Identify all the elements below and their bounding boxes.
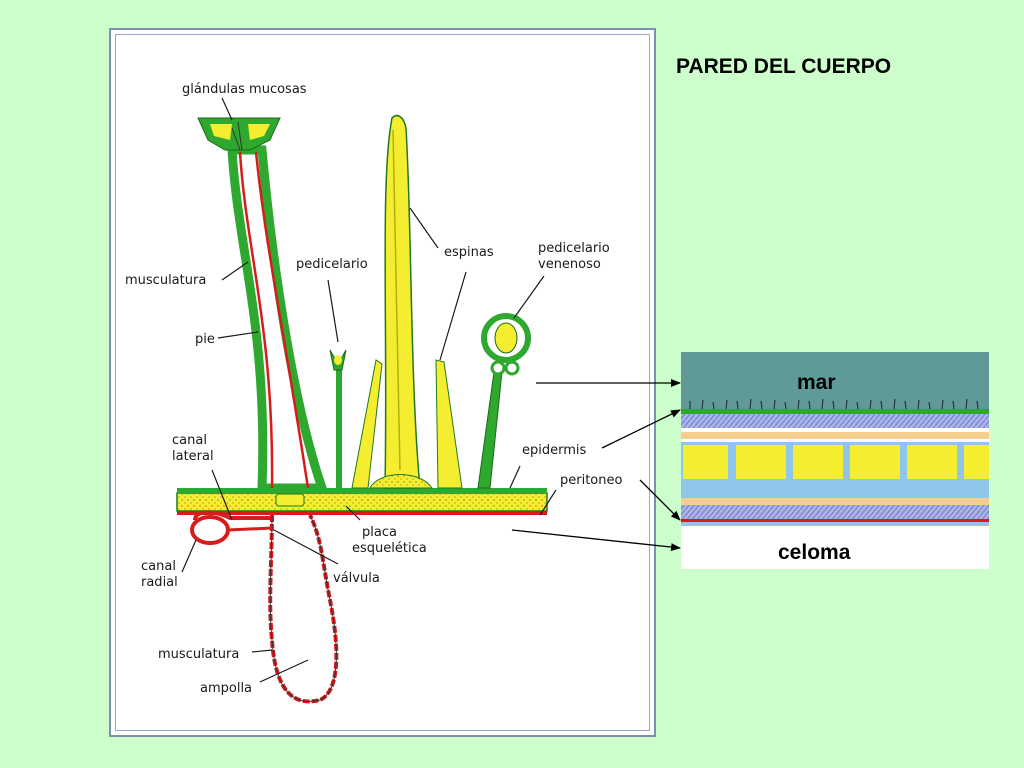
label-pedicelario-venenoso-line2: venenoso [538, 257, 601, 272]
tube-foot-muscle-right [254, 151, 310, 489]
lateral-canal [193, 510, 270, 521]
label-peritoneo: peritoneo [560, 473, 622, 488]
mucous-gland-right [248, 124, 270, 140]
inset-muscle-layer [681, 505, 989, 519]
inset-label-celoma: celoma [778, 541, 851, 564]
body-wall [176, 488, 548, 515]
label-ampolla: ampolla [200, 681, 252, 696]
diagram-labels: glándulas mucosas espinas pedicelario pe… [125, 82, 622, 696]
tube-foot-muscle-left [238, 151, 274, 489]
label-musculatura-bottom: musculatura [158, 647, 239, 662]
page-title: PARED DEL CUERPO [676, 55, 892, 78]
inset-cross-section: mar celoma [681, 352, 989, 569]
label-pedicelario: pedicelario [296, 257, 368, 272]
label-pie: pie [195, 332, 215, 347]
label-musculatura-top: musculatura [125, 273, 206, 288]
pedicellaria-stalk [336, 370, 342, 488]
main-spine [384, 114, 421, 489]
arrow-to-peritoneum [639, 479, 681, 521]
label-glandulas-mucosas: glándulas mucosas [182, 82, 307, 97]
ampulla [268, 514, 339, 704]
tube-foot [197, 117, 329, 493]
pedicellaria [329, 349, 347, 488]
inset-sea [681, 352, 989, 409]
arrow-to-celoma [511, 529, 681, 552]
peritoneum-layer [177, 511, 547, 515]
inset-peritoneum [681, 519, 989, 522]
small-spine-left [351, 359, 383, 489]
inset-dermis-upper [681, 414, 989, 428]
inset-label-mar: mar [797, 371, 836, 394]
tube-foot-wall [227, 145, 329, 493]
label-valvula: válvula [333, 571, 380, 586]
inset-epidermis [681, 409, 989, 414]
label-espinas: espinas [444, 245, 494, 260]
radial-canal [190, 515, 230, 545]
inset-ossicles [683, 445, 989, 479]
label-canal-lateral-line2: lateral [172, 449, 214, 464]
label-placa-line1: placa [362, 525, 397, 540]
small-spine-right [435, 359, 463, 489]
label-canal-radial-line2: radial [141, 575, 178, 590]
skeletal-plate [176, 492, 548, 512]
label-epidermis: epidermis [522, 443, 587, 458]
ossicle [275, 493, 305, 507]
sucker-disc [197, 117, 281, 151]
ampulla-system [190, 510, 339, 704]
mucous-gland-left [210, 124, 232, 140]
label-placa-line2: esquelética [352, 541, 427, 556]
inset-cilia [689, 398, 979, 410]
label-canal-lateral-line1: canal [172, 433, 207, 448]
connector-arrows [511, 379, 681, 552]
label-pedicelario-venenoso-line1: pedicelario [538, 241, 610, 256]
arrow-to-epidermis [601, 409, 681, 449]
epidermis-layer [177, 488, 547, 494]
venomous-pedicellaria [477, 313, 531, 489]
label-canal-radial-line1: canal [141, 559, 176, 574]
spines [351, 114, 463, 489]
venomous-pedicellaria-stalk [477, 371, 503, 489]
leader-lines [181, 97, 557, 683]
